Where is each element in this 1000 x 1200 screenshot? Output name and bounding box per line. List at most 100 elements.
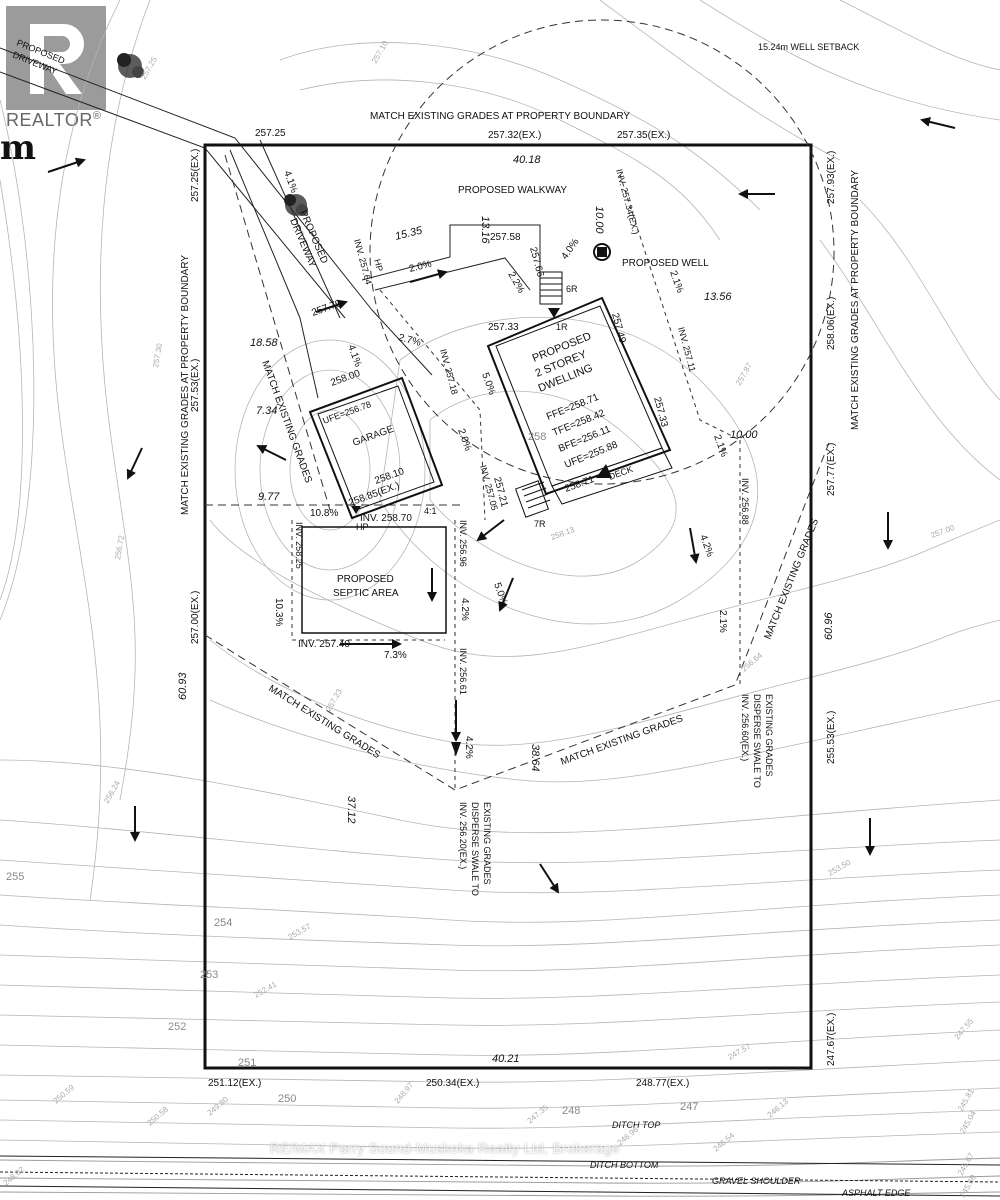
- svg-text:248.02: 248.02: [2, 1165, 27, 1188]
- well-setback-circle: [369, 19, 835, 485]
- svg-text:2.1%: 2.1%: [667, 269, 685, 294]
- step-triangle-icon: [548, 308, 560, 318]
- svg-text:4.2%: 4.2%: [697, 533, 715, 558]
- elev: 257.53(EX.): [190, 359, 201, 412]
- svg-text:10.00: 10.00: [730, 429, 758, 441]
- plan-dimensions: 15.35 13.16 10.00 13.56 18.58 7.34 9.77 …: [250, 206, 758, 824]
- svg-text:4.2%: 4.2%: [459, 598, 470, 621]
- svg-text:7.3%: 7.3%: [384, 650, 407, 661]
- label-hp-1: HP: [372, 258, 385, 273]
- inv: INV. 258.70: [360, 513, 412, 524]
- boundary-dimensions: 40.18 40.21 60.93 60.96: [177, 154, 835, 1065]
- inv: INV. 258.25: [294, 522, 304, 569]
- elev: 257.00(EX.): [190, 591, 201, 644]
- well-icon: [593, 243, 611, 261]
- elev: 247.67(EX.): [826, 1013, 837, 1066]
- svg-text:13.16: 13.16: [479, 216, 491, 244]
- label-gravel-shoulder: GRAVEL SHOULDER: [712, 1176, 801, 1186]
- property-boundary: [203, 143, 813, 1070]
- svg-text:5.0%: 5.0%: [479, 371, 497, 396]
- svg-text:247: 247: [680, 1101, 698, 1113]
- label-7r: 7R: [534, 519, 546, 529]
- inv: INV. 257.11: [676, 326, 698, 373]
- road-edges: [0, 1155, 1000, 1197]
- flow-arrow-icon: [47, 117, 956, 894]
- label-deck: DECK: [607, 464, 634, 482]
- svg-text:258: 258: [528, 431, 546, 443]
- svg-text:5.0%: 5.0%: [491, 581, 509, 606]
- svg-text:256.72: 256.72: [113, 534, 126, 560]
- label-asphalt-edge: ASPHALT EDGE: [841, 1188, 911, 1198]
- svg-text:2.0%: 2.0%: [455, 427, 473, 452]
- label-well-setback: 15.24m WELL SETBACK: [758, 42, 859, 52]
- septic-area: [301, 526, 447, 634]
- svg-text:248.97: 248.97: [393, 1080, 416, 1105]
- brokerage-watermark: RE/MAX Parry Sound-Muskoka Realty Ltd, B…: [270, 1140, 620, 1156]
- label-4to1: 4:1: [424, 506, 437, 516]
- elev: 250.34(EX.): [426, 1078, 479, 1089]
- svg-text:10.8%: 10.8%: [310, 508, 338, 519]
- label-well: PROPOSED WELL: [622, 258, 709, 269]
- tree-icon: [284, 194, 308, 216]
- svg-text:257.30: 257.30: [151, 342, 164, 368]
- label-match-top: MATCH EXISTING GRADES AT PROPERTY BOUNDA…: [370, 111, 630, 122]
- svg-text:245.67: 245.67: [956, 1151, 976, 1177]
- label-disperse-1c: EXISTING GRADES: [482, 802, 492, 885]
- svg-text:257.87: 257.87: [734, 361, 754, 387]
- svg-text:10.3%: 10.3%: [273, 598, 284, 626]
- svg-text:251: 251: [238, 1057, 256, 1069]
- label-hp-2: HP: [356, 522, 369, 532]
- elevation-labels: 257.25 257.10 257.25 257.32(EX.) 257.35(…: [139, 39, 837, 1089]
- label-ufe-garage: UFE=256.78: [321, 399, 372, 426]
- svg-text:247.57: 247.57: [727, 1041, 753, 1061]
- dwelling-footprint: [486, 296, 673, 505]
- svg-text:250: 250: [278, 1093, 296, 1105]
- steps-front: [539, 271, 563, 305]
- elev: 257.66: [527, 246, 546, 279]
- label-septic-2: SEPTIC AREA: [333, 588, 399, 599]
- inv: INV. 256.96: [458, 520, 468, 567]
- label-6r: 6R: [566, 284, 578, 294]
- svg-text:252.41: 252.41: [253, 979, 279, 999]
- svg-text:257.00: 257.00: [930, 523, 957, 540]
- label-match-left: MATCH EXISTING GRADES AT PROPERTY BOUNDA…: [180, 255, 191, 515]
- svg-text:249.80: 249.80: [206, 1095, 231, 1118]
- step-triangle-icon: [451, 742, 461, 756]
- svg-text:4.2%: 4.2%: [463, 736, 474, 759]
- svg-text:2.7%: 2.7%: [397, 332, 422, 349]
- svg-text:13.56: 13.56: [704, 291, 732, 303]
- elev: 257.25: [255, 128, 286, 139]
- svg-text:37.12: 37.12: [345, 796, 357, 824]
- cropped-heading-fragment: m: [0, 128, 36, 168]
- label-septic-1: PROPOSED: [337, 574, 394, 585]
- dim-bottom: 40.21: [492, 1053, 520, 1065]
- elev: 257.79: [310, 298, 343, 319]
- inv: INV. 257.34(EX.): [614, 168, 641, 236]
- dim-left: 60.93: [177, 672, 189, 700]
- svg-text:256.24: 256.24: [102, 779, 122, 805]
- svg-text:250.59: 250.59: [52, 1083, 77, 1106]
- dim-top: 40.18: [513, 154, 541, 166]
- svg-text:7.34: 7.34: [256, 405, 277, 417]
- svg-text:256.64: 256.64: [740, 651, 765, 674]
- svg-text:245.81: 245.81: [956, 1087, 976, 1113]
- elev: 258.71: [563, 474, 596, 495]
- step-triangle-icon: [351, 506, 361, 514]
- label-match-s: MATCH EXISTING GRADES: [559, 713, 685, 768]
- realtor-wordmark: REALTOR®: [6, 110, 102, 130]
- svg-text:252: 252: [168, 1021, 186, 1033]
- inv: INV. 256.88: [740, 478, 750, 525]
- svg-text:247.55: 247.55: [953, 1016, 976, 1041]
- grading-lines: [204, 154, 831, 791]
- svg-text:2.0%: 2.0%: [408, 259, 433, 275]
- label-disperse-2c: EXISTING GRADES: [764, 694, 774, 777]
- garage-footprint: [308, 376, 444, 520]
- elev: 257.35(EX.): [617, 130, 670, 141]
- label-match-sw: MATCH EXISTING GRADES: [266, 683, 382, 761]
- label-match-right: MATCH EXISTING GRADES AT PROPERTY BOUNDA…: [850, 170, 861, 430]
- svg-text:10.00: 10.00: [593, 206, 605, 234]
- elev: 257.32(EX.): [488, 130, 541, 141]
- svg-text:255: 255: [6, 871, 24, 883]
- elev: 257.33: [488, 322, 519, 333]
